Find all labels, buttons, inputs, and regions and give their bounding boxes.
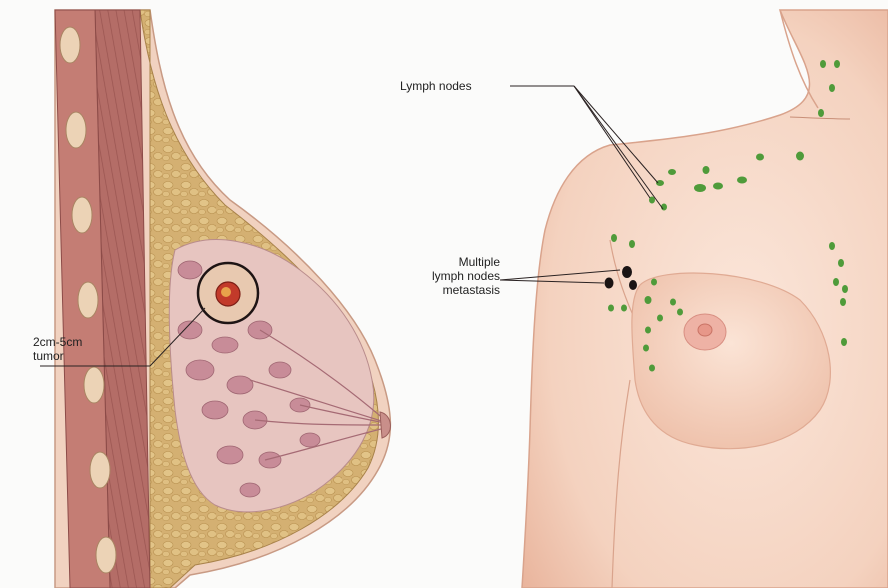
lymph-nodes-label: Lymph nodes bbox=[400, 79, 472, 93]
torso-view bbox=[522, 10, 888, 588]
tumor-size-label: 2cm-5cm tumor bbox=[33, 335, 82, 363]
tumor-core bbox=[221, 287, 231, 297]
metastasis-label: Multiple lymph nodes metastasis bbox=[400, 255, 500, 297]
breast-cross-section bbox=[55, 10, 390, 588]
nipple-right bbox=[698, 324, 712, 336]
